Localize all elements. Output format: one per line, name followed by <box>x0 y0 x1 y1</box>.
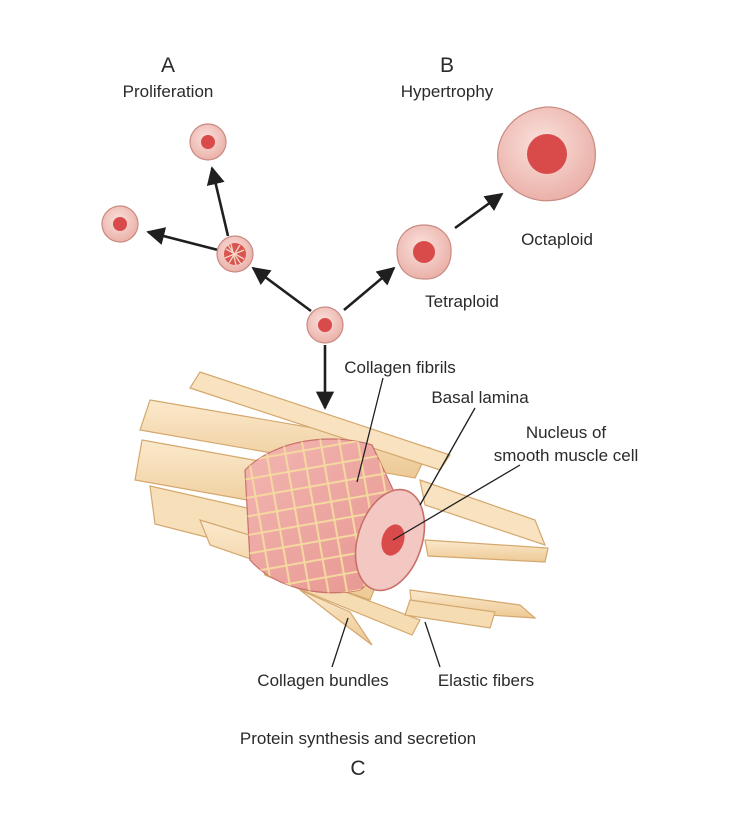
leader-lines <box>331 377 521 668</box>
basal-lamina-label: Basal lamina <box>431 388 529 407</box>
cell-top-daughter <box>189 123 227 161</box>
panel-c-footer: Protein synthesis and secretion C <box>240 729 476 780</box>
nucleus-label-line1: Nucleus of <box>526 423 607 442</box>
cell-octaploid <box>497 106 596 202</box>
arrow-to-dividing-cell <box>251 266 312 313</box>
tetraploid-label: Tetraploid <box>425 292 499 311</box>
cell-left-daughter <box>101 205 139 243</box>
panel-b-letter: B <box>440 54 454 77</box>
panel-c-letter: C <box>350 757 365 780</box>
panel-a-letter: A <box>161 54 175 77</box>
panel-a-header: A Proliferation <box>123 54 214 101</box>
arrow-to-octaploid <box>454 192 504 230</box>
arrow-to-left-daughter <box>146 227 219 252</box>
arrows <box>146 166 504 410</box>
arrow-to-top-daughter <box>206 166 230 237</box>
panel-b-title: Hypertrophy <box>401 82 494 101</box>
collagen-fibrils-label: Collagen fibrils <box>344 358 456 377</box>
cell-origin <box>306 306 344 344</box>
nucleus-label-line2: smooth muscle cell <box>494 446 639 465</box>
octaploid-label: Octaploid <box>521 230 593 249</box>
panel-a-title: Proliferation <box>123 82 214 101</box>
collagen-bundles-label: Collagen bundles <box>257 671 388 690</box>
arrow-to-tetraploid <box>343 266 396 311</box>
elastic-fibers-label: Elastic fibers <box>438 671 534 690</box>
panel-c-title: Protein synthesis and secretion <box>240 729 476 748</box>
panel-b-header: B Hypertrophy <box>401 54 494 101</box>
cell-dividing <box>216 235 254 273</box>
cell-tetraploid <box>396 224 452 280</box>
cell-cross-section <box>354 488 426 592</box>
